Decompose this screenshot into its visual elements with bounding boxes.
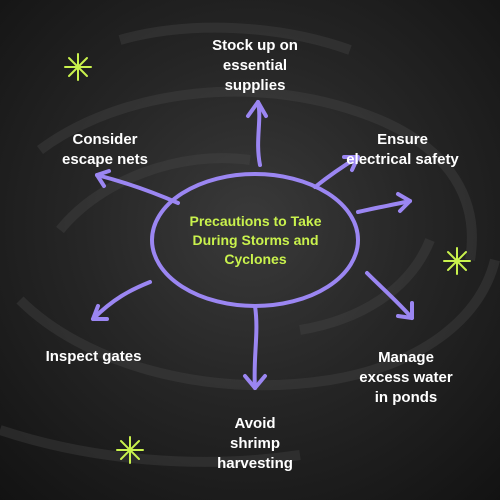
arrow-to-water bbox=[365, 271, 414, 320]
arrow-to-harvesting bbox=[243, 304, 267, 390]
arrow-from-ellipse-right bbox=[356, 192, 412, 214]
node-supplies: Stock up on essential supplies bbox=[212, 37, 298, 94]
sparkle-icon bbox=[64, 53, 92, 81]
center-title: Precautions to Take During Storms and Cy… bbox=[189, 213, 322, 267]
sparkle-icon bbox=[443, 247, 471, 275]
node-harvesting: Avoid shrimp harvesting bbox=[217, 415, 293, 472]
node-water: Manage excess water in ponds bbox=[359, 349, 453, 406]
arrow-to-electrical bbox=[313, 155, 360, 189]
node-nets: Consider escape nets bbox=[62, 131, 148, 168]
node-electrical: Ensure electrical safety bbox=[346, 131, 459, 168]
sparkle-icon bbox=[116, 436, 144, 464]
arrow-to-gates bbox=[91, 280, 152, 321]
arrow-to-supplies bbox=[246, 100, 268, 167]
cloud-swirls bbox=[0, 22, 500, 467]
arrow-to-nets bbox=[95, 169, 180, 205]
node-gates: Inspect gates bbox=[45, 348, 142, 365]
